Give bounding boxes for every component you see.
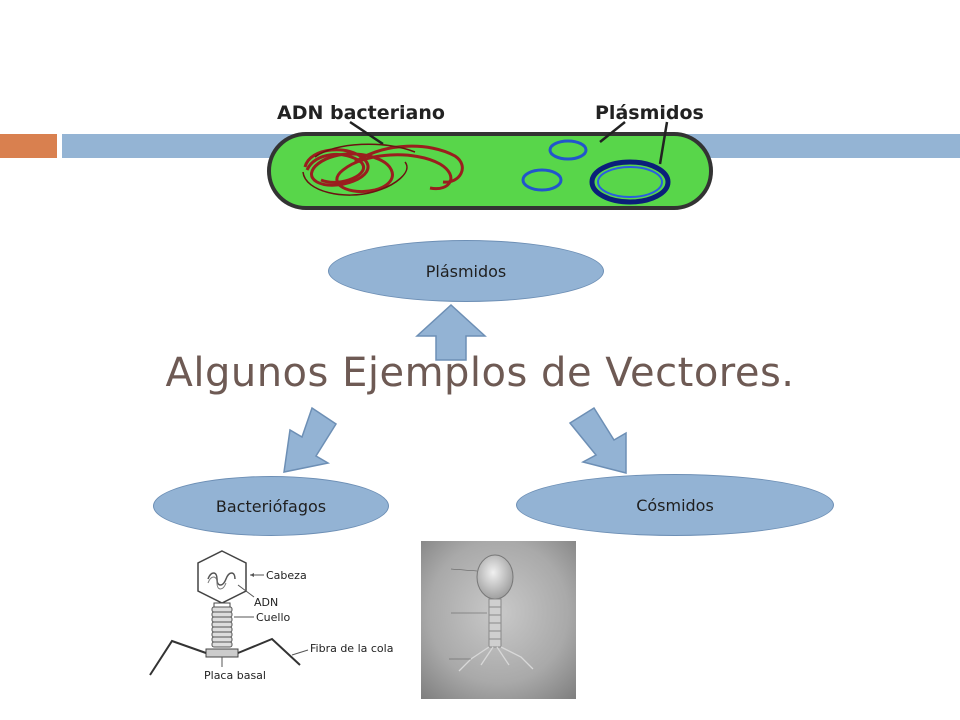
- node-cosmidos-label: Cósmidos: [636, 495, 714, 515]
- label-plasmidos-figure: Plásmidos: [595, 102, 704, 124]
- node-cosmidos: Cósmidos: [516, 474, 834, 536]
- label-adn-bacteriano: ADN bacteriano: [277, 102, 445, 124]
- node-plasmidos-label: Plásmidos: [425, 261, 507, 281]
- plasmid-circles: [521, 139, 671, 205]
- chromosome-loops: [303, 144, 464, 194]
- slide-title: Algunos Ejemplos de Vectores.: [165, 350, 795, 396]
- phage-label-adn: ADN: [254, 596, 278, 609]
- node-plasmidos: Plásmidos: [328, 240, 604, 302]
- header-accent-orange: [0, 134, 57, 158]
- phage-label-cuello: Cuello: [256, 611, 291, 624]
- bacteriophage-diagram: Cabeza ADN Cuello Fibra de la cola Placa…: [142, 545, 408, 715]
- arrow-down-bacteriofagos: [283, 406, 338, 473]
- node-bacteriofagos: Bacteriófagos: [153, 476, 389, 536]
- phage-label-cabeza: Cabeza: [266, 569, 307, 582]
- phage-label-fibra: Fibra de la cola: [310, 642, 393, 655]
- node-bacteriofagos-label: Bacteriófagos: [215, 496, 327, 516]
- phage-micrograph: [421, 541, 576, 699]
- phage-label-placa: Placa basal: [204, 669, 266, 682]
- bacteria-illustration: ADN bacteriano Plásmidos: [267, 102, 713, 210]
- arrow-down-cosmidos: [568, 406, 627, 474]
